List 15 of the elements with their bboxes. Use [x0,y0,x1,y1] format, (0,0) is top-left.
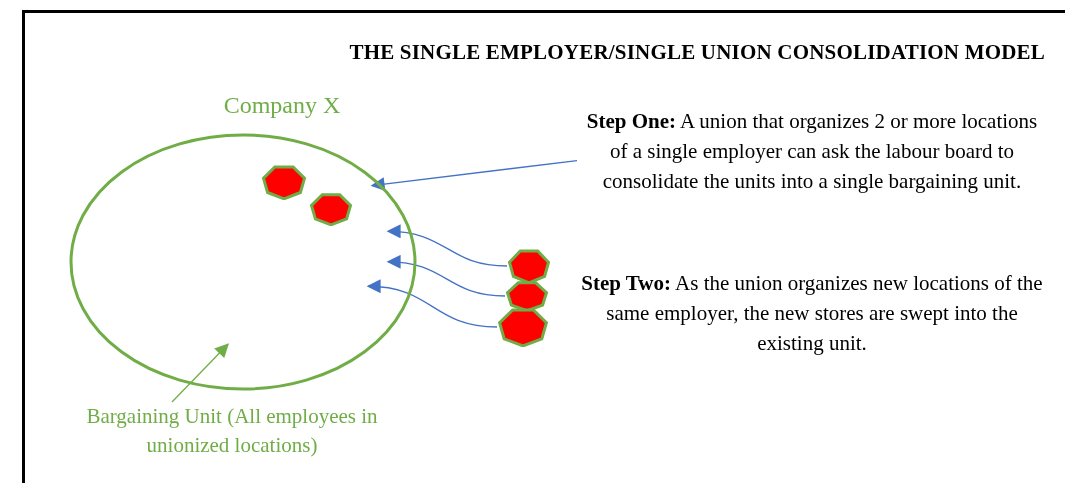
step-text: Step Two: As the union organizes new locations of the same employer, the new stores are swept into the existing unit. [580,270,1044,357]
location-heptagon [497,307,549,347]
arrow [386,225,508,267]
location-heptagon [505,280,549,312]
step-text: Step One: A union that organizes 2 or more locations of a single employer can ask the labour board to consolidate the units into a single bargaining unit. [585,108,1039,195]
arrow [386,255,506,297]
arrow [171,343,229,403]
location-heptagon [507,248,551,284]
callout-text: Bargaining Unit (All employees in unionized locations) [85,403,379,459]
location-heptagon [261,164,307,200]
arrow [366,279,498,328]
location-heptagon [309,192,353,226]
diagram-title: THE SINGLE EMPLOYER/SINGLE UNION CONSOLIDATION MODEL [349,40,1045,65]
arrow [370,159,578,191]
company-label: Company X [222,92,342,119]
